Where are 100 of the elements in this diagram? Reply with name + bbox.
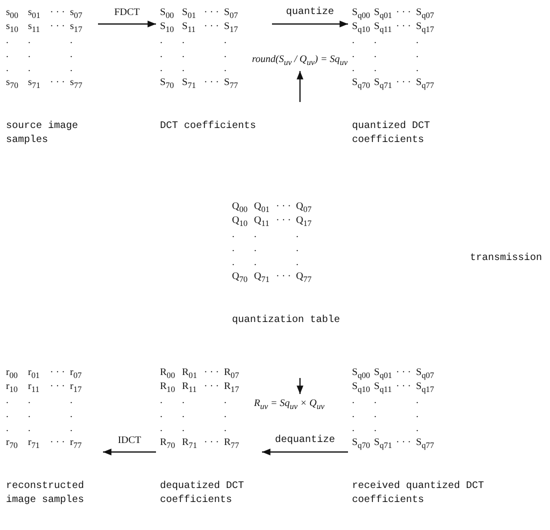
arrow xyxy=(103,448,156,456)
matrix-entry: s$_{00}$ xyxy=(6,6,20,20)
ellipsis-dot: . xyxy=(416,422,420,436)
matrix-entry: s$_{70}$ xyxy=(6,76,20,90)
ellipsis-dot: . xyxy=(296,256,300,270)
matrix-entry: s$_{07}$ xyxy=(70,6,84,20)
ellipsis-dot: . xyxy=(70,48,74,62)
ellipsis-dot: . xyxy=(352,48,356,62)
ellipsis: · · · xyxy=(396,366,412,380)
matrix-entry: S$_{q77}$ xyxy=(416,76,436,90)
ellipsis: · · · xyxy=(204,436,220,450)
ellipsis: · · · xyxy=(396,6,412,20)
matrix-entry: R$_{70}$ xyxy=(160,436,176,450)
ellipsis: · · · xyxy=(396,380,412,394)
ellipsis-dot: . xyxy=(160,422,164,436)
matrix-entry: S$_{07}$ xyxy=(224,6,239,20)
formula: R$_{uv}$ = Sq$_{uv}$ × Q$_{uv}$ xyxy=(252,396,326,413)
matrix-entry: r$_{00}$ xyxy=(6,366,19,380)
matrix-entry: S$_{q11}$ xyxy=(374,20,393,34)
ellipsis-dot: . xyxy=(70,62,74,76)
edge-label: dequantize xyxy=(272,435,337,446)
matrix-entry: S$_{q17}$ xyxy=(416,20,436,34)
ellipsis-dot: . xyxy=(28,408,32,422)
matrix-entry: S$_{17}$ xyxy=(224,20,239,34)
matrix-entry: r$_{71}$ xyxy=(28,436,41,450)
ellipsis-dot: . xyxy=(6,34,10,48)
matrix-entry: Q$_{01}$ xyxy=(254,200,271,214)
ellipsis-dot: . xyxy=(28,394,32,408)
matrix-entry: S$_{q17}$ xyxy=(416,380,436,394)
matrix-entry: S$_{q07}$ xyxy=(416,366,436,380)
ellipsis-dot: . xyxy=(352,62,356,76)
ellipsis-dot: . xyxy=(352,34,356,48)
ellipsis-dot: . xyxy=(160,62,164,76)
matrix-entry: R$_{17}$ xyxy=(224,380,240,394)
ellipsis-dot: . xyxy=(224,34,228,48)
ellipsis-dot: . xyxy=(416,408,420,422)
matrix-entry: S$_{q71}$ xyxy=(374,76,394,90)
matrix-entry: S$_{71}$ xyxy=(182,76,197,90)
ellipsis-dot: . xyxy=(254,256,258,270)
ellipsis-dot: . xyxy=(416,62,420,76)
ellipsis: · · · xyxy=(50,366,66,380)
ellipsis-dot: . xyxy=(224,62,228,76)
ellipsis: · · · xyxy=(276,270,292,284)
arrow xyxy=(272,20,348,28)
node-label: quantized DCT coefficients xyxy=(352,120,432,148)
ellipsis-dot: . xyxy=(70,394,74,408)
ellipsis-dot: . xyxy=(416,34,420,48)
node-label: source image samples xyxy=(6,120,80,148)
matrix-entry: Q$_{10}$ xyxy=(232,214,249,228)
matrix-entry: r$_{11}$ xyxy=(28,380,40,394)
ellipsis: · · · xyxy=(50,436,66,450)
matrix-entry: R$_{71}$ xyxy=(182,436,198,450)
matrix-entry: s$_{71}$ xyxy=(28,76,42,90)
matrix-entry: R$_{01}$ xyxy=(182,366,198,380)
matrix-entry: Q$_{70}$ xyxy=(232,270,249,284)
matrix-entry: S$_{q70}$ xyxy=(352,436,372,450)
matrix-entry: r$_{01}$ xyxy=(28,366,41,380)
edge-label: IDCT xyxy=(116,435,144,446)
formula: round(S$_{uv}$ / Q$_{uv}$) = Sq$_{uv}$ xyxy=(250,52,350,69)
note-label: transmission xyxy=(470,252,542,266)
matrix-entry: S$_{70}$ xyxy=(160,76,175,90)
matrix-entry: S$_{77}$ xyxy=(224,76,239,90)
ellipsis: · · · xyxy=(396,436,412,450)
ellipsis-dot: . xyxy=(70,34,74,48)
ellipsis: · · · xyxy=(50,76,66,90)
matrix-entry: S$_{11}$ xyxy=(182,20,197,34)
ellipsis: · · · xyxy=(204,20,220,34)
matrix-entry: R$_{10}$ xyxy=(160,380,176,394)
ellipsis-dot: . xyxy=(28,34,32,48)
ellipsis-dot: . xyxy=(296,228,300,242)
ellipsis-dot: . xyxy=(224,48,228,62)
ellipsis-dot: . xyxy=(232,256,236,270)
ellipsis-dot: . xyxy=(352,422,356,436)
arrow xyxy=(296,378,304,394)
matrix-entry: S$_{q77}$ xyxy=(416,436,436,450)
matrix-entry: Q$_{07}$ xyxy=(296,200,313,214)
ellipsis-dot: . xyxy=(28,422,32,436)
ellipsis-dot: . xyxy=(224,408,228,422)
ellipsis-dot: . xyxy=(224,422,228,436)
matrix-entry: S$_{q11}$ xyxy=(374,380,393,394)
matrix-entry: S$_{q01}$ xyxy=(374,366,394,380)
ellipsis-dot: . xyxy=(160,394,164,408)
ellipsis-dot: . xyxy=(160,34,164,48)
ellipsis-dot: . xyxy=(70,408,74,422)
matrix-entry: R$_{00}$ xyxy=(160,366,176,380)
matrix-entry: S$_{q10}$ xyxy=(352,20,372,34)
ellipsis: · · · xyxy=(396,76,412,90)
matrix-entry: S$_{01}$ xyxy=(182,6,197,20)
node-label: dequatized DCT coefficients xyxy=(160,480,246,508)
arrow xyxy=(98,20,156,28)
ellipsis-dot: . xyxy=(28,62,32,76)
matrix-entry: S$_{q10}$ xyxy=(352,380,372,394)
ellipsis-dot: . xyxy=(224,394,228,408)
ellipsis: · · · xyxy=(276,214,292,228)
matrix-entry: Q$_{71}$ xyxy=(254,270,271,284)
matrix-entry: Q$_{11}$ xyxy=(254,214,270,228)
ellipsis: · · · xyxy=(50,380,66,394)
matrix-entry: S$_{q71}$ xyxy=(374,436,394,450)
edge-label: quantize xyxy=(284,7,336,18)
ellipsis-dot: . xyxy=(160,48,164,62)
